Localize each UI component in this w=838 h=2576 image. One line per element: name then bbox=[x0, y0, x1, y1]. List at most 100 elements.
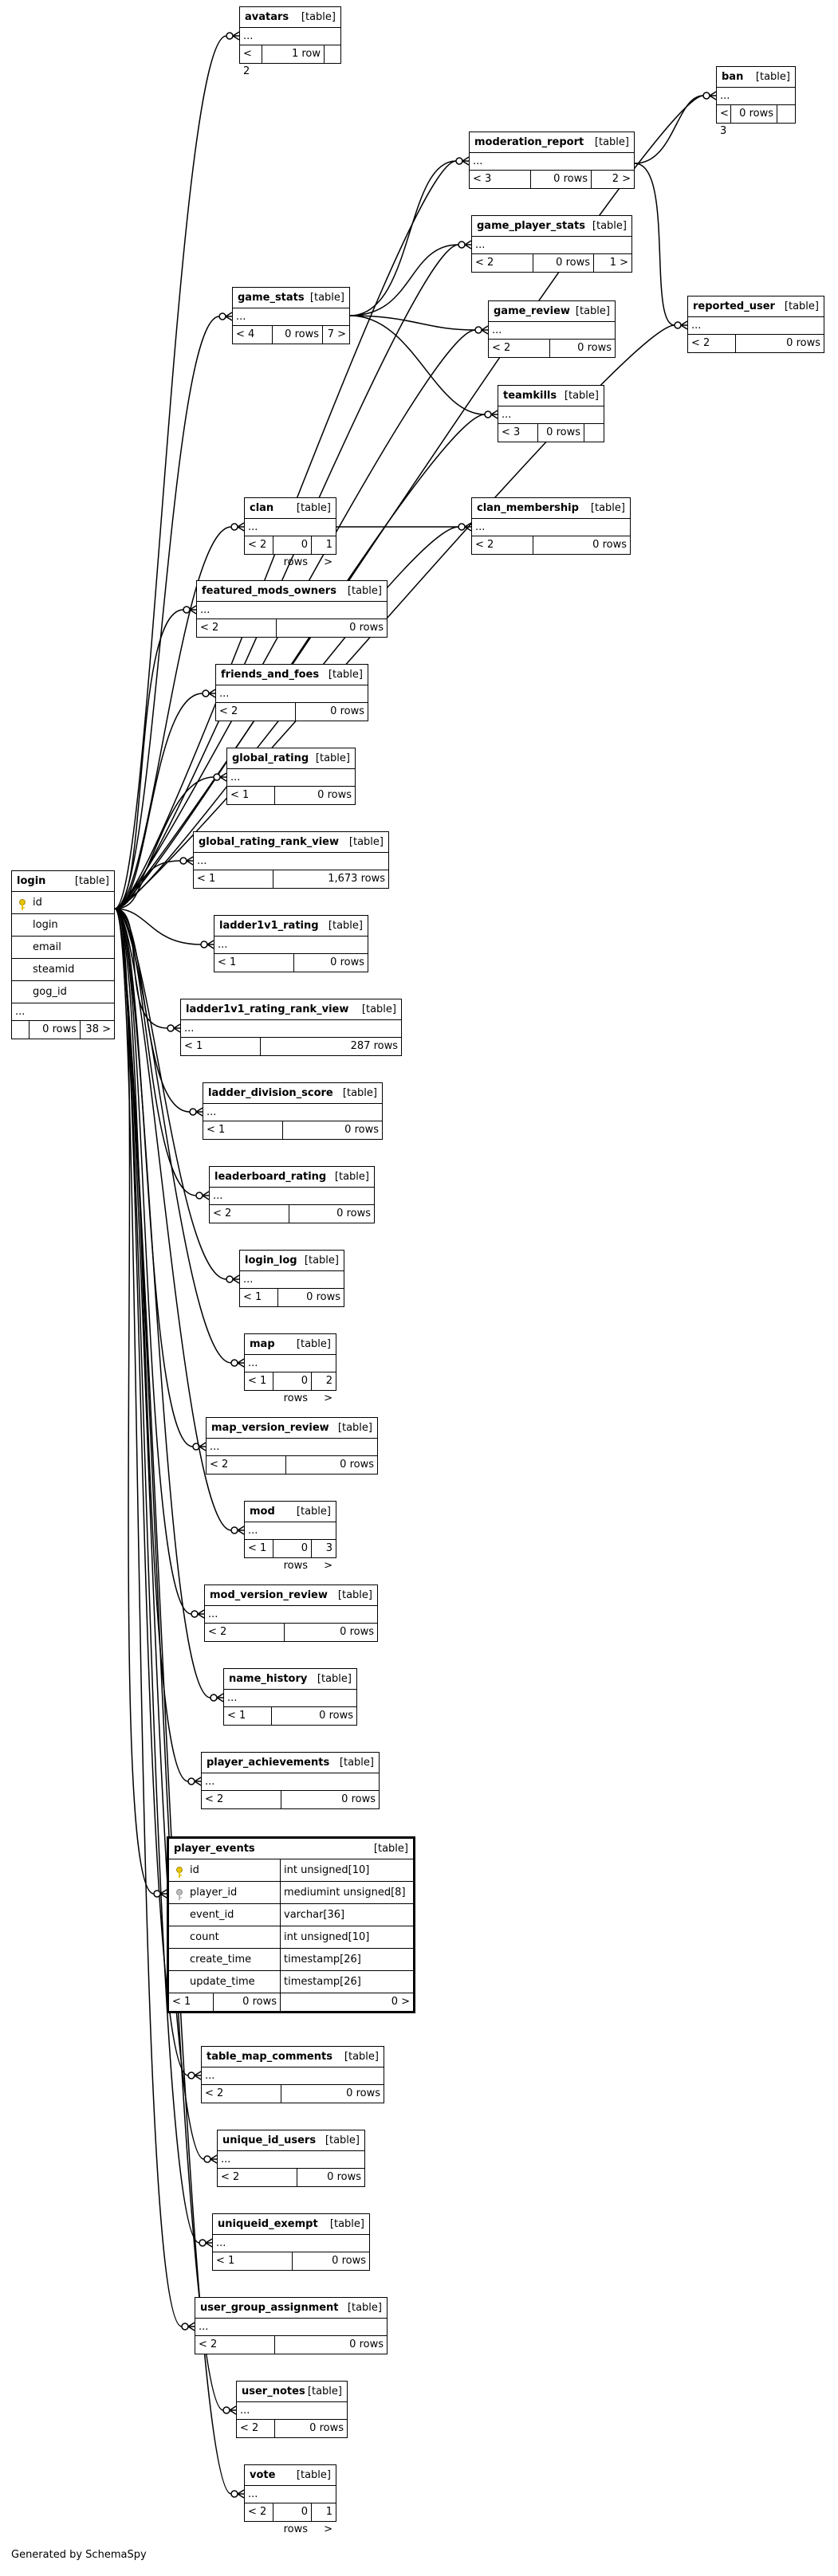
row-count: 0 rows bbox=[341, 1793, 376, 1805]
placeholder-row: ... bbox=[203, 1104, 382, 1121]
parents-count: < 1 bbox=[203, 1121, 283, 1139]
edge-login-clan bbox=[114, 526, 232, 909]
table-name: table_map_comments bbox=[207, 2051, 332, 2063]
row-count: 0 rows bbox=[273, 2503, 312, 2535]
table-kind: [table] bbox=[315, 752, 350, 764]
children-count: 1 > bbox=[609, 257, 628, 269]
row-count: 0 rows bbox=[344, 1124, 379, 1136]
column-name: event_id bbox=[190, 1909, 234, 1921]
column-name-cell: player_id bbox=[169, 1882, 281, 1903]
placeholder-row: ... bbox=[181, 1020, 401, 1038]
children-count: 1 > bbox=[324, 2506, 332, 2535]
table-name: login_log bbox=[245, 1255, 297, 1266]
parents-count: < 2 bbox=[245, 536, 273, 554]
column-name: create_time bbox=[190, 1954, 252, 1965]
table-name: game_stats bbox=[238, 292, 305, 304]
column-name: login bbox=[33, 919, 58, 931]
table-header: teamkills[table] bbox=[498, 386, 604, 406]
column-type: int unsigned[10] bbox=[284, 1931, 370, 1943]
table-kind: [table] bbox=[348, 836, 384, 848]
parents-count: < 2 bbox=[207, 1456, 286, 1474]
column-type: mediumint unsigned[8] bbox=[284, 1887, 406, 1899]
edge-end-teamkills bbox=[484, 410, 498, 419]
table-header: game_stats[table] bbox=[233, 288, 349, 308]
edge-end-map_version_review bbox=[192, 1442, 207, 1451]
table-kind: [table] bbox=[301, 11, 336, 23]
ellipsis-row: ... bbox=[12, 1003, 114, 1021]
edge-end-login_log bbox=[226, 1274, 240, 1284]
placeholder-row: ... bbox=[214, 937, 368, 954]
table-name: user_group_assignment bbox=[200, 2302, 339, 2314]
table-kind: [table] bbox=[592, 220, 627, 232]
row-count: 0 rows bbox=[332, 2255, 366, 2267]
edge-end-moderation_report bbox=[455, 156, 470, 166]
table-header: reported_user[table] bbox=[688, 296, 824, 317]
parents-count bbox=[12, 1021, 30, 1039]
table-kind: [table] bbox=[347, 2302, 382, 2314]
edge-login-reported_user bbox=[114, 324, 675, 909]
placeholder-row: ... bbox=[498, 406, 604, 424]
edge-end-player_events bbox=[153, 1889, 167, 1899]
table-kind: [table] bbox=[339, 1757, 374, 1769]
edge-login-login_log bbox=[114, 908, 227, 1280]
edge-end-game_review bbox=[474, 325, 489, 335]
edge-login-name_history bbox=[114, 908, 211, 1698]
table-header: global_rating_rank_view[table] bbox=[194, 832, 388, 853]
table-name: game_player_stats bbox=[477, 220, 585, 232]
edge-login-friends_and_foes bbox=[114, 693, 203, 909]
parents-count: < 2 bbox=[197, 619, 277, 637]
row-count: 0 rows bbox=[349, 2338, 384, 2350]
table-name: login bbox=[17, 875, 46, 887]
table-name: ban bbox=[722, 71, 744, 83]
table-name: player_events bbox=[174, 1843, 255, 1855]
column-name-cell: count bbox=[169, 1926, 281, 1948]
table-name: reported_user bbox=[693, 300, 775, 312]
edge-end-ladder1v1_rating_rank_view bbox=[167, 1023, 181, 1033]
column-name-cell: update_time bbox=[169, 1971, 281, 1993]
table-header: user_group_assignment [table] bbox=[195, 2298, 387, 2319]
table-header: vote[table] bbox=[245, 2465, 336, 2486]
parents-count: < 1 bbox=[245, 1540, 273, 1557]
table-header: player_events[table] bbox=[169, 1839, 413, 1859]
edge-end-vote bbox=[230, 2489, 245, 2499]
